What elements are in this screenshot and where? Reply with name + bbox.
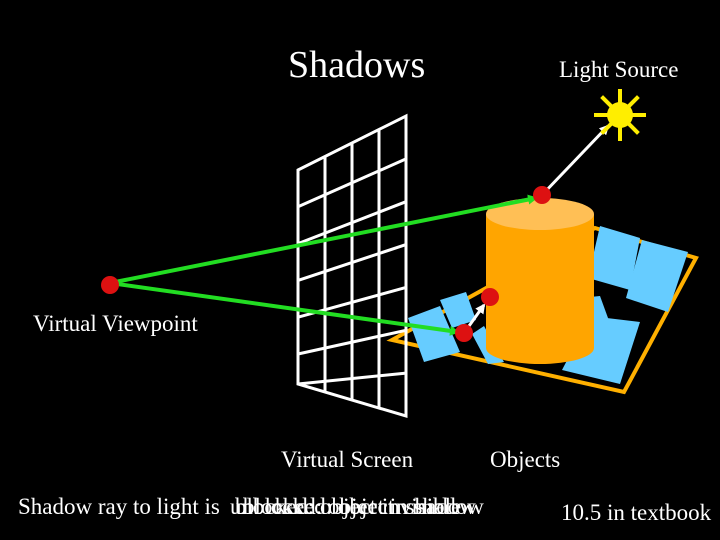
blocked-point xyxy=(481,288,499,306)
slide-title: Shadows xyxy=(288,44,426,86)
caption-phrase-blocked: blocked: object in shadow xyxy=(235,494,476,519)
light-source-label: Light Source xyxy=(559,57,679,82)
caption-prefix: Shadow ray to light is xyxy=(18,494,220,519)
sun-icon xyxy=(594,89,646,141)
floor-tile xyxy=(626,240,688,312)
virtual-screen-label: Virtual Screen xyxy=(281,447,414,472)
grid-line-horizontal xyxy=(297,200,407,245)
caption-phrase-unblocked: unblocked: object visible xyxy=(230,494,462,519)
grid-line-horizontal xyxy=(297,243,407,282)
objects-label: Objects xyxy=(490,447,561,472)
grid-line-horizontal xyxy=(297,157,407,209)
virtual-viewpoint-label: Virtual Viewpoint xyxy=(33,311,198,336)
screen-outline xyxy=(296,113,408,419)
eye-ray-to-floor xyxy=(109,281,460,336)
eye-ray-to-cylinder-top xyxy=(109,194,538,285)
textbook-reference: 10.5 in textbook xyxy=(561,500,712,525)
grid-line-horizontal xyxy=(297,371,407,386)
floor-hit-point xyxy=(455,324,473,342)
floor-tile xyxy=(408,306,460,362)
cylinder-body xyxy=(486,214,594,364)
cylinder-object xyxy=(486,198,594,364)
floor-tile xyxy=(440,292,476,328)
grid-line-horizontal xyxy=(297,328,407,356)
shadow-ray-unblocked xyxy=(540,124,610,197)
viewpoint-point xyxy=(101,276,119,294)
virtual-screen-grid xyxy=(296,113,408,419)
floor-tile xyxy=(588,226,640,290)
cylinder-hit-point xyxy=(533,186,551,204)
cylinder-top xyxy=(486,198,594,230)
caption-phrase-blocked-alt: blocked: object in shadow xyxy=(243,494,484,519)
